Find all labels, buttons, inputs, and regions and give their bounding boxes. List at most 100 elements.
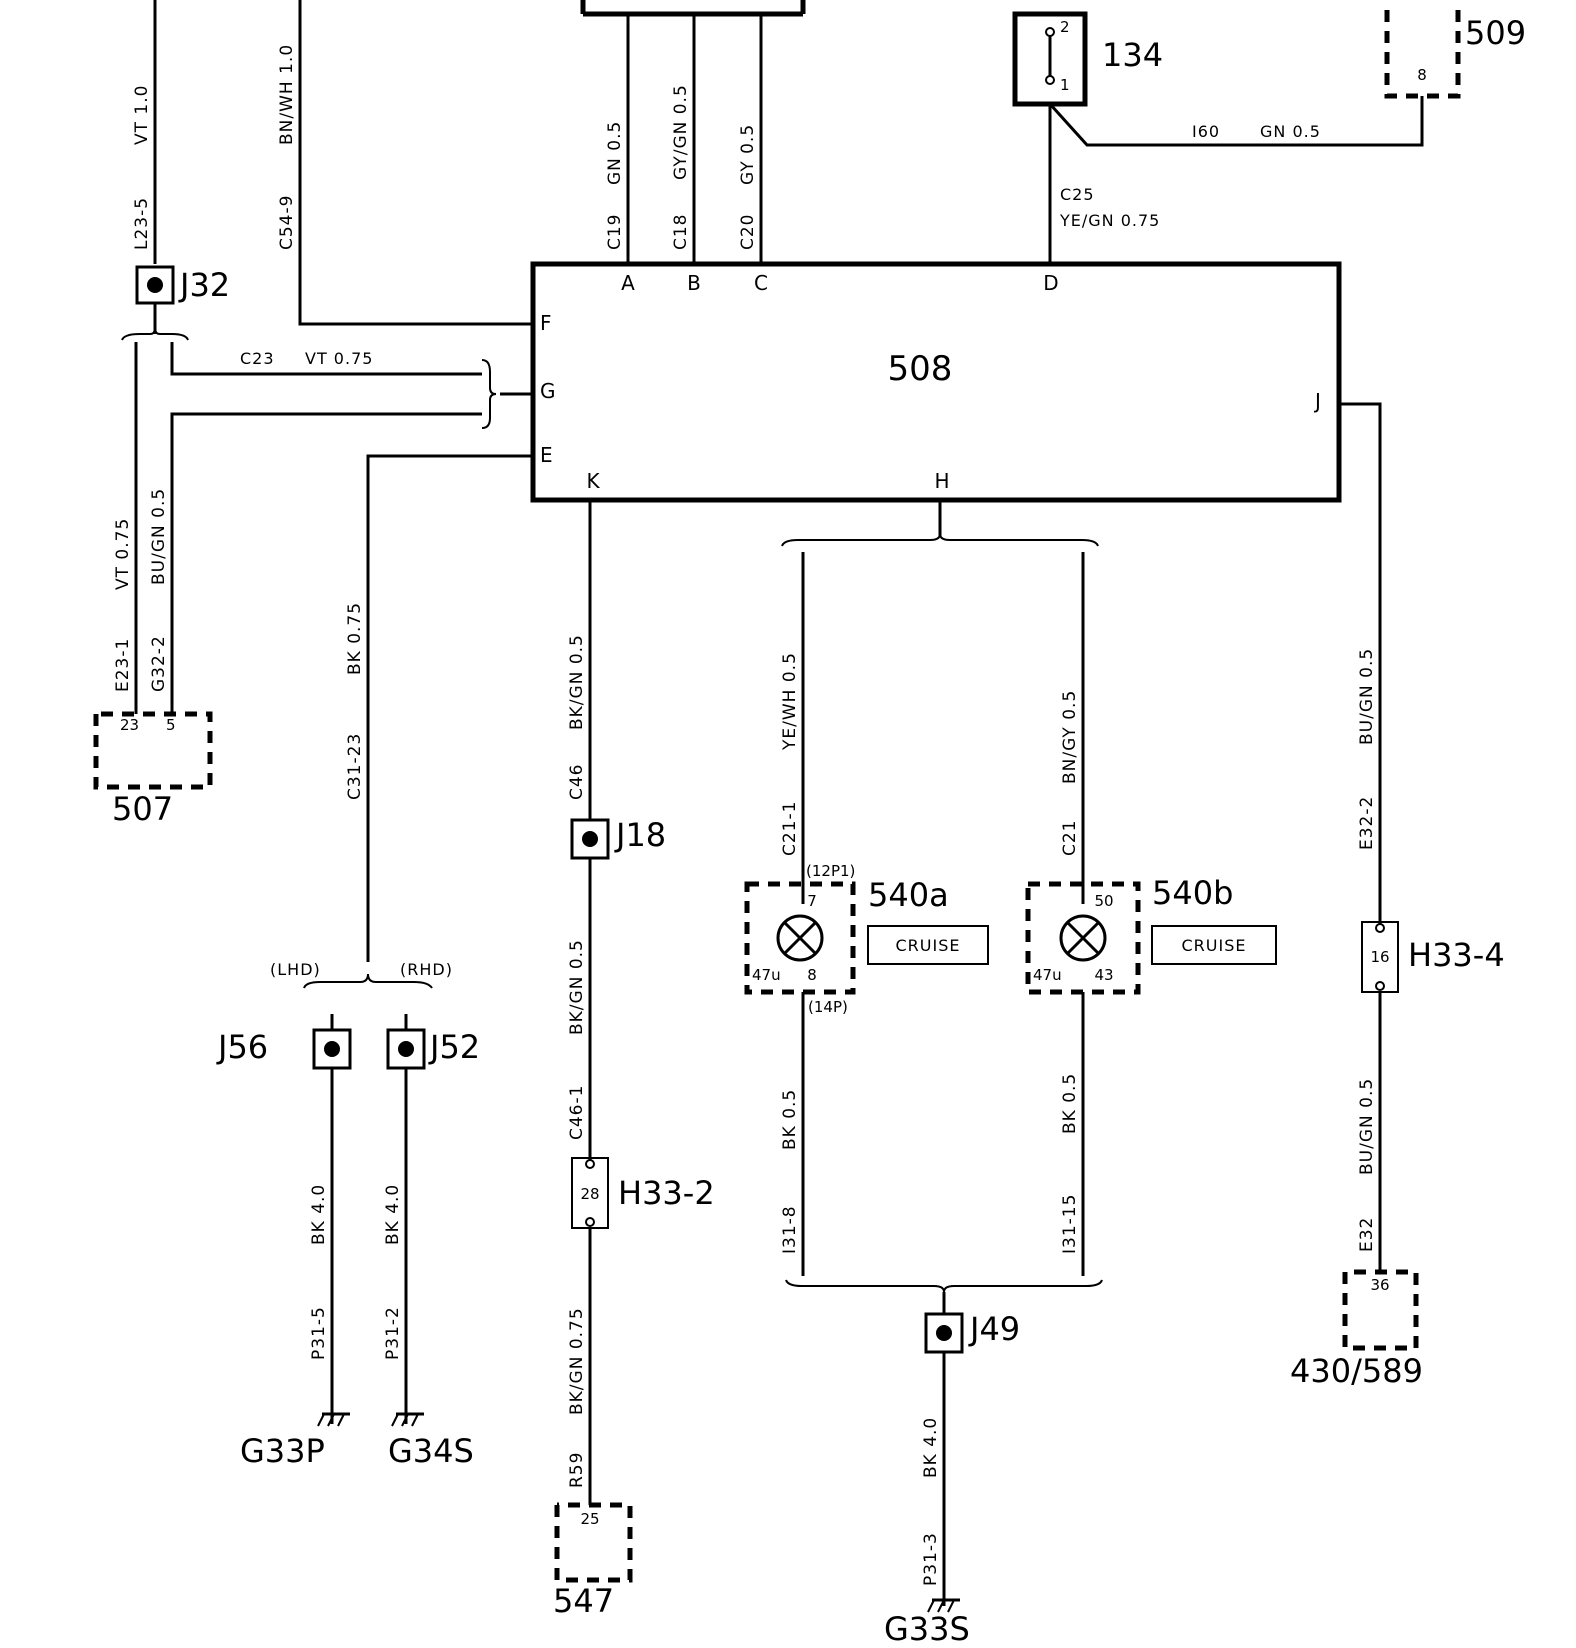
- module-pin-f: F: [540, 311, 552, 335]
- wire-c46-spec: BK/GN 0.5: [567, 634, 587, 730]
- component-134-pin-2: 2: [1060, 18, 1070, 36]
- wire-e32-2-spec: BU/GN 0.5: [1357, 648, 1377, 745]
- component-540b-pin-50: 50: [1094, 892, 1113, 910]
- ground-g33p-label: G33P: [240, 1432, 325, 1470]
- wire-g32-spec: BU/GN 0.5: [149, 488, 169, 585]
- wire-i31-15-spec: BK 0.5: [1060, 1073, 1080, 1134]
- component-509: 8 509: [1384, 10, 1526, 99]
- wire-c21-spec: BN/GY 0.5: [1060, 690, 1080, 784]
- connector-h33-2: 28 H33-2: [571, 1157, 715, 1229]
- wire-i60: [1048, 96, 1424, 147]
- wire-i60-circuit: I60: [1192, 122, 1220, 141]
- component-430-589-pin: 36: [1370, 1276, 1389, 1294]
- wire-c19-spec: GN 0.5: [605, 121, 625, 185]
- component-134-label: 134: [1102, 36, 1163, 74]
- component-540b-pin-43: 43: [1094, 966, 1113, 984]
- splice-j32-label: J32: [178, 266, 230, 304]
- wire-c25-spec: YE/GN 0.75: [1059, 211, 1160, 230]
- connector-h33-4: 16 H33-4: [1361, 921, 1505, 993]
- wire-i31-8-circuit: I31-8: [780, 1205, 800, 1254]
- wire-l23-circuit: L23-5: [132, 197, 152, 250]
- component-507-body: [93, 711, 213, 790]
- ground-g34s-label: G34S: [388, 1432, 474, 1470]
- component-540a-tag-box: [867, 925, 989, 965]
- wire-c21-circuit: C21: [1060, 819, 1080, 856]
- component-540a-conn-bottom: (14P): [808, 998, 848, 1016]
- connector-h33-2-label: H33-2: [618, 1174, 715, 1212]
- component-134-pin-1: 1: [1060, 76, 1070, 94]
- h-brace: [781, 533, 1099, 547]
- wire-e23-circuit: E23-1: [113, 638, 133, 692]
- splice-j56-label: J56: [216, 1028, 268, 1066]
- wire-p31-3-circuit: P31-3: [921, 1532, 941, 1586]
- component-509-pin: 8: [1417, 66, 1427, 84]
- wire-c23-spec: VT 0.75: [305, 349, 373, 368]
- variant-lhd: (LHD): [270, 960, 321, 979]
- top-bus: C19 GN 0.5 C18 GY/GN 0.5 C20 GY 0.5: [580, 0, 806, 264]
- j32-brace: [121, 327, 189, 341]
- component-430-589-label: 430/589: [1290, 1352, 1423, 1390]
- component-430-589: 36 430/589: [1290, 1269, 1423, 1390]
- component-547-label: 547: [553, 1582, 614, 1620]
- component-509-label: 509: [1465, 14, 1526, 52]
- wire-r59-circuit: R59: [567, 1452, 587, 1488]
- module-pin-h: H: [934, 469, 949, 493]
- wire-p31-5-spec: BK 4.0: [309, 1184, 329, 1245]
- wire-c31-circuit: C31-23: [345, 733, 365, 800]
- connector-h33-4-label: H33-4: [1408, 936, 1505, 974]
- wire-c21-1-circuit: C21-1: [780, 801, 800, 856]
- g-brace: [481, 359, 497, 429]
- cruise-lamp-icon-b: [1059, 914, 1107, 962]
- component-540a-tag: CRUISE: [896, 936, 961, 955]
- wire-c54-spec: BN/WH 1.0: [277, 44, 297, 145]
- lhd-rhd-brace: [303, 973, 433, 989]
- component-540b-cap: 47u: [1033, 966, 1062, 984]
- splice-j56: J56: [216, 1028, 352, 1070]
- connector-h33-4-pin: 16: [1370, 948, 1389, 966]
- component-540a-pin-7: 7: [807, 892, 817, 910]
- module-pin-b: B: [687, 271, 701, 295]
- wire-c46-1-circuit: C46-1: [567, 1085, 587, 1140]
- wire-p31-2-circuit: P31-2: [383, 1306, 403, 1360]
- splice-j52: J52: [386, 1028, 480, 1070]
- wire-i60-spec: GN 0.5: [1260, 122, 1321, 141]
- wire-e32-2-circuit: E32-2: [1357, 796, 1377, 850]
- module-pin-a: A: [621, 271, 635, 295]
- ground-g33p: G33P: [240, 1412, 350, 1470]
- component-507: 23 5 507: [93, 711, 213, 828]
- wire-c20-circuit: C20: [738, 213, 758, 250]
- component-540a-cap: 47u: [752, 966, 781, 984]
- wire-g32-circuit: G32-2: [149, 635, 169, 692]
- component-134: 2 1 134: [1012, 11, 1163, 107]
- component-507-pin-23: 23: [120, 716, 139, 734]
- component-540a-label: 540a: [868, 876, 949, 914]
- wire-c31-spec: BK 0.75: [345, 602, 365, 675]
- wire-e32-spec: BU/GN 0.5: [1357, 1078, 1377, 1175]
- wire-e23-spec: VT 0.75: [113, 518, 133, 590]
- wire-c23: [170, 342, 482, 376]
- splice-j32: J32: [135, 265, 230, 305]
- component-430-589-body: [1342, 1269, 1419, 1351]
- connector-h33-2-pin: 28: [580, 1185, 599, 1203]
- splice-j18-label: J18: [614, 816, 666, 854]
- wire-c25-circuit: C25: [1060, 185, 1095, 204]
- wire-e32-circuit: E32: [1357, 1217, 1377, 1252]
- module-pin-c: C: [754, 271, 768, 295]
- wire-c54-circuit: C54-9: [277, 195, 297, 250]
- module-508-label: 508: [888, 349, 953, 389]
- wire-c18-spec: GY/GN 0.5: [671, 84, 691, 180]
- wire-p31-3-spec: BK 4.0: [921, 1417, 941, 1478]
- wire-r59-spec: BK/GN 0.75: [567, 1307, 587, 1415]
- j49-brace: [785, 1279, 1103, 1293]
- component-540a-body: [744, 881, 856, 995]
- component-540b-tag-box: [1151, 925, 1277, 965]
- component-507-label: 507: [112, 790, 173, 828]
- wire-c18-circuit: C18: [671, 213, 691, 250]
- wire-c46-1-spec: BK/GN 0.5: [567, 939, 587, 1035]
- component-547-body: [554, 1502, 633, 1583]
- variant-rhd: (RHD): [400, 960, 453, 979]
- module-pin-k: K: [586, 469, 600, 493]
- wire-p31-2-spec: BK 4.0: [383, 1184, 403, 1245]
- wire-l23-spec: VT 1.0: [132, 85, 152, 145]
- wire-c20-spec: GY 0.5: [738, 124, 758, 185]
